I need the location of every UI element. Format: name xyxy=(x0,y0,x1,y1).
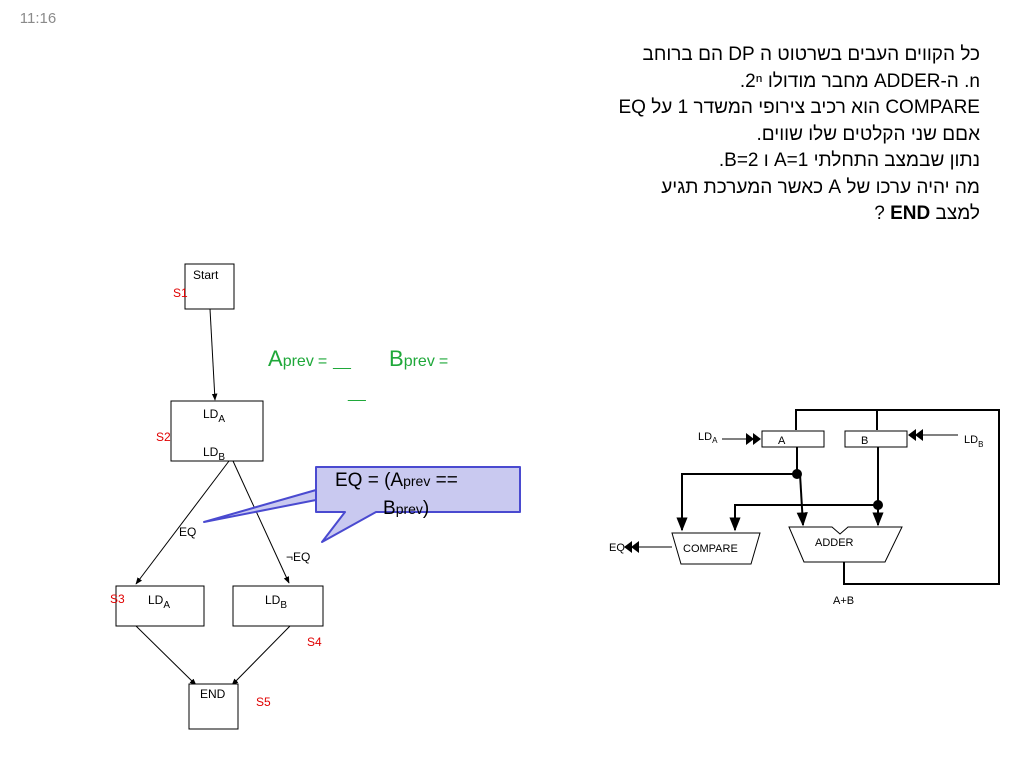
question-text: כל הקווים העבים בשרטוט ה DP הם ברוחב n. … xyxy=(510,42,980,228)
question-line-7-prefix: למצב xyxy=(935,203,980,224)
sum-output-label: A+B xyxy=(833,595,854,607)
state-label-s3: S3 xyxy=(110,592,125,606)
register-a-label: A xyxy=(778,435,786,447)
end-state-box xyxy=(188,683,239,730)
end-state-label: END xyxy=(200,687,226,701)
prev-values-prompt: Aprev=__ Bprev= __ xyxy=(268,346,448,402)
s3-ld-a-main: LD xyxy=(148,593,164,607)
s4-ld-b-label: LDB xyxy=(265,593,287,611)
control-flow-chart: Start S1 LDA LDB S2 EQ ¬EQ LDA S3 LDB S4… xyxy=(110,263,324,730)
question-line-6: מה יהיה ערכו של A כאשר המערכת תגיע xyxy=(661,176,980,198)
s2-ld-b-main: LD xyxy=(203,445,219,459)
callout-line-1-sub: prev xyxy=(403,473,430,489)
callout-line-2: Bprev) xyxy=(383,498,429,519)
s3-ld-a-sub: A xyxy=(163,600,170,611)
state-label-s4: S4 xyxy=(307,635,322,649)
b-prev-label: Bprev= xyxy=(389,346,448,371)
s4-ld-b-sub: B xyxy=(280,600,287,611)
compare-label: COMPARE xyxy=(683,543,738,555)
question-line-7-suffix: ? xyxy=(874,203,885,224)
s3-ld-a-label: LDA xyxy=(148,593,170,611)
ld-a-control-main: LD xyxy=(698,431,712,443)
adder-unit xyxy=(788,526,903,563)
question-end-keyword: END xyxy=(890,203,931,224)
a-prev-blank: __ xyxy=(332,353,352,370)
arrow-not-eq-branch xyxy=(232,460,290,584)
question-line-5: נתון שבמצב התחלתי A=1 ו B=2. xyxy=(718,150,980,171)
ld-b-control-label: LDB xyxy=(964,434,983,449)
a-prev-sub: prev xyxy=(283,353,314,370)
state-label-s2: S2 xyxy=(156,430,171,444)
s2-ld-a-main: LD xyxy=(203,407,219,421)
b-prev-equals: = xyxy=(439,353,448,370)
eq-output-arrowhead-icon xyxy=(624,541,639,553)
ld-a-control-sub: A xyxy=(712,436,718,445)
state-label-s1: S1 xyxy=(173,286,188,300)
arrow-s1-to-s2 xyxy=(209,308,218,401)
question-line-4: אםם שני הקלטים שלו שווים. xyxy=(756,123,980,145)
state-label-s5: S5 xyxy=(256,695,271,709)
a-prev-letter: A xyxy=(268,346,283,371)
datapath-diagram: A B LDA LDB COMPARE ADDER A+B EQ xyxy=(609,409,1000,607)
b-prev-letter: B xyxy=(389,346,404,371)
register-b xyxy=(844,430,908,448)
start-state-label: Start xyxy=(193,268,219,282)
s2-ld-b-label: LDB xyxy=(203,445,225,463)
s4-state-box xyxy=(232,585,324,627)
s2-ld-b-sub: B xyxy=(218,452,225,463)
ld-b-control-main: LD xyxy=(964,434,978,446)
question-line-2: n. ה-ADDER מחבר מודולו 2ⁿ. xyxy=(739,70,980,92)
adder-label: ADDER xyxy=(815,537,854,549)
ld-a-arrowhead-icon xyxy=(746,433,761,445)
b-to-compare-wire xyxy=(729,504,878,532)
a-prev-equals: = xyxy=(318,353,327,370)
question-line-3: COMPARE הוא רכיב צירופי המשדר 1 על EQ xyxy=(618,97,980,118)
feedback-wire xyxy=(795,409,1000,585)
callout-line-1-prefix: EQ = (A xyxy=(335,470,403,491)
eq-branch-label: EQ xyxy=(179,525,196,539)
callout-line-1-suffix: == xyxy=(430,470,457,491)
compare-unit xyxy=(671,532,761,565)
callout-line-1: EQ = (Aprev == xyxy=(335,470,458,491)
question-line-7: למצב END ? xyxy=(510,201,980,228)
eq-callout: EQ = (Aprev == Bprev) xyxy=(203,466,521,543)
b-prev-blank: __ xyxy=(347,385,367,402)
ld-b-control-sub: B xyxy=(978,440,983,449)
start-state-box xyxy=(184,263,235,310)
s4-ld-b-main: LD xyxy=(265,593,281,607)
s2-ld-a-sub: A xyxy=(218,414,225,425)
not-eq-branch-label: ¬EQ xyxy=(286,550,310,564)
eq-output-label: EQ xyxy=(609,542,625,554)
question-line-1: כל הקווים העבים בשרטוט ה DP הם ברוחב xyxy=(642,44,980,65)
a-to-compare-wire xyxy=(676,473,797,532)
ld-b-arrowhead-icon xyxy=(908,429,923,441)
register-a xyxy=(761,430,825,448)
callout-shape xyxy=(203,466,521,543)
callout-line-2-sub: prev xyxy=(396,501,423,517)
a-prev-label: Aprev= __ xyxy=(268,346,352,371)
arrow-s3-to-end xyxy=(135,625,197,686)
s2-ld-a-label: LDA xyxy=(203,407,225,425)
callout-line-2-suffix: ) xyxy=(423,498,429,519)
callout-line-2-prefix: B xyxy=(383,498,396,519)
arrow-s4-to-end xyxy=(231,625,291,686)
s2-state-box xyxy=(170,400,264,462)
register-b-label: B xyxy=(861,435,868,447)
slide-number: 11:16 xyxy=(19,10,57,27)
b-prev-sub: prev xyxy=(404,353,435,370)
a-to-adder-wire xyxy=(796,473,808,527)
ld-a-control-label: LDA xyxy=(698,431,718,445)
arrow-eq-branch xyxy=(135,460,230,585)
s3-state-box xyxy=(115,585,205,627)
